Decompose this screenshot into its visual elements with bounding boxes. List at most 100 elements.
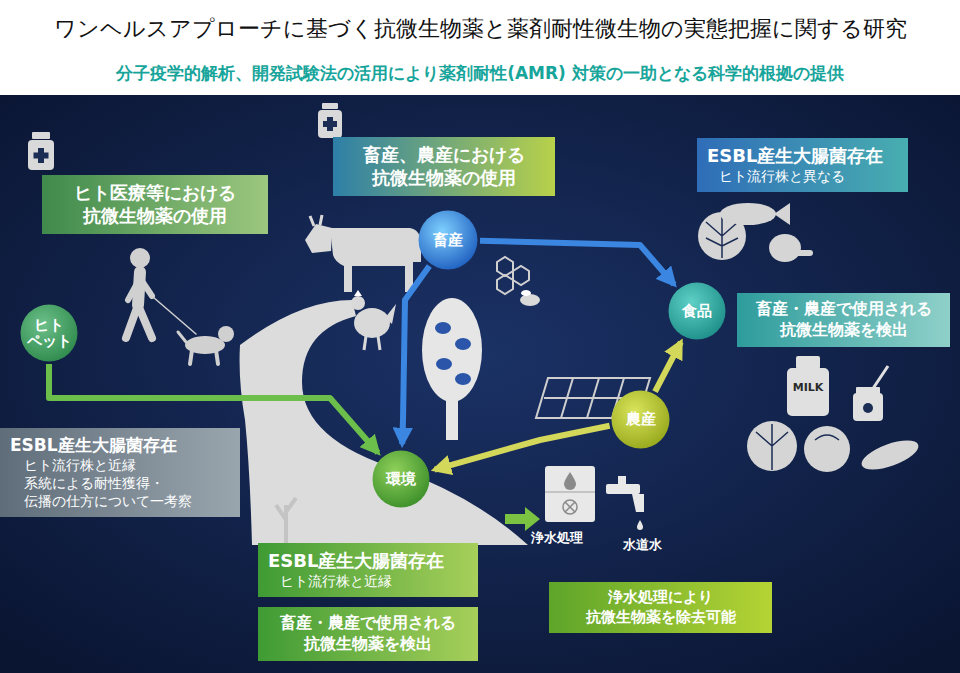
- bee-hive: [497, 275, 513, 294]
- circle-label: 食品: [668, 303, 726, 320]
- info-box: 浄水処理により 抗微生物薬を除去可能: [549, 582, 772, 633]
- vegetables: [747, 421, 922, 476]
- box-text: ヒト医療等における 抗微生物薬の使用: [52, 181, 258, 228]
- flow-arrow: [402, 266, 429, 444]
- info-box: 畜産、農産における 抗微生物薬の使用: [333, 137, 555, 196]
- milk-bottle: [787, 368, 829, 416]
- tree-figure: [455, 338, 471, 350]
- water-treatment: [545, 491, 595, 493]
- food-figure: [769, 234, 801, 262]
- facility-label: 水道水: [612, 536, 672, 554]
- info-box: ESBL産生大腸菌存在ヒト流行株と近縁: [258, 543, 478, 597]
- chicken-figure: [351, 296, 365, 310]
- medicine-bottle: [32, 132, 50, 139]
- info-box: 畜産・農産で使用される 抗微生物薬を検出: [258, 607, 478, 661]
- category-circle: 環境: [372, 450, 430, 508]
- chicken-figure: [354, 290, 362, 296]
- circle-label: ヒト ペット: [20, 317, 78, 350]
- info-box: ESBL産生大腸菌存在ヒト流行株と近縁 系統による耐性獲得・ 伝播の仕方について…: [0, 428, 240, 517]
- chicken-figure: [385, 304, 396, 324]
- medicine-bottle: [34, 153, 49, 159]
- circle-shape: [419, 211, 478, 270]
- milk-bottle: [787, 356, 829, 416]
- cow-figure: [330, 228, 421, 292]
- tree-figure: [422, 298, 482, 402]
- box-text: 浄水処理により 抗微生物薬を除去可能: [559, 588, 762, 627]
- milk-bottle: [796, 356, 820, 369]
- page-title: ワンヘルスアプローチに基づく抗微生物薬と薬剤耐性微生物の実態把握に関する研究: [0, 14, 960, 44]
- category-circle: 食品: [668, 282, 726, 340]
- tree-figure: [455, 373, 471, 385]
- cow-figure: [310, 215, 322, 226]
- cow-figure: [305, 224, 332, 253]
- tree-figure: [422, 298, 482, 440]
- water-treatment: [565, 502, 575, 512]
- person-figure: [130, 248, 150, 268]
- info-box: 畜産・農産で使用される 抗微生物薬を検出: [737, 293, 950, 347]
- road-shape: [276, 498, 296, 545]
- category-circle: 農産: [611, 390, 670, 449]
- box-text: 畜産、農産における 抗微生物薬の使用: [343, 143, 545, 190]
- cow-figure: [305, 215, 421, 292]
- food-figure: [774, 203, 790, 225]
- dog-figure: [216, 350, 218, 364]
- chicken-figure: [364, 336, 366, 350]
- info-box: ESBL産生大腸菌存在ヒト流行株と異なる: [697, 138, 908, 192]
- category-circle: 畜産: [418, 210, 478, 270]
- box-subtext: ヒト流行株と近縁 系統による耐性獲得・ 伝播の仕方について一考察: [10, 456, 230, 511]
- person-figure: [140, 278, 152, 296]
- vegetables: [804, 426, 850, 472]
- vegetables: [756, 424, 788, 470]
- vegetables: [858, 434, 922, 475]
- road-shape: [240, 300, 528, 545]
- water-treatment: [545, 466, 595, 522]
- flow-arrow: [655, 342, 681, 392]
- person-figure: [138, 305, 152, 338]
- box-text: ESBL産生大腸菌存在: [707, 144, 898, 167]
- medicine-bottle: [28, 103, 342, 170]
- honey-jar: [863, 403, 873, 413]
- circle-label: 農産: [611, 411, 670, 428]
- water-treatment: [545, 466, 595, 522]
- medicine-bottle: [322, 103, 338, 109]
- bee-hive: [513, 266, 529, 285]
- honey-jar: [853, 393, 883, 421]
- food-figure: [720, 203, 776, 225]
- circle-shape: [669, 283, 726, 340]
- box-text: ESBL産生大腸菌存在: [268, 549, 468, 572]
- dog-figure: [178, 332, 186, 342]
- flow-arrow: [505, 507, 540, 531]
- honey-jar: [856, 387, 880, 394]
- chicken-figure: [354, 308, 390, 338]
- info-box: ヒト医療等における 抗微生物薬の使用: [42, 175, 268, 234]
- circle-shape: [21, 305, 78, 362]
- dog-figure: [178, 326, 234, 364]
- food-figure: [795, 250, 813, 256]
- category-circle: ヒト ペット: [20, 304, 78, 362]
- flow-arrow: [525, 507, 540, 531]
- chicken-figure: [351, 290, 396, 350]
- circle-label: 環境: [372, 471, 430, 488]
- navy-panel: [0, 95, 960, 673]
- water-treatment: [563, 500, 577, 514]
- circle-shape: [612, 391, 670, 449]
- bee-hive: [497, 257, 540, 306]
- box-text: 畜産・農産で使用される 抗微生物薬を検出: [747, 299, 940, 341]
- subtitle: 分子疫学的解析、開発試験法の活用により薬剤耐性(AMR) 対策の一助となる科学的…: [0, 62, 960, 85]
- tree-figure: [435, 322, 451, 334]
- faucet: [618, 476, 626, 484]
- medicine-bottle: [28, 140, 54, 170]
- person-figure: [126, 248, 196, 338]
- medicine-bottle: [323, 121, 337, 127]
- chicken-figure: [378, 336, 380, 350]
- bottle-label: MILK: [790, 381, 826, 394]
- faucet: [606, 484, 640, 494]
- facility-label: 浄水処理: [522, 529, 592, 547]
- road-shape: [240, 300, 528, 545]
- flow-arrow: [480, 241, 674, 285]
- tree-figure: [436, 358, 452, 370]
- medicine-bottle: [318, 110, 342, 138]
- bee-hive: [497, 257, 513, 276]
- honey-jar: [872, 366, 888, 390]
